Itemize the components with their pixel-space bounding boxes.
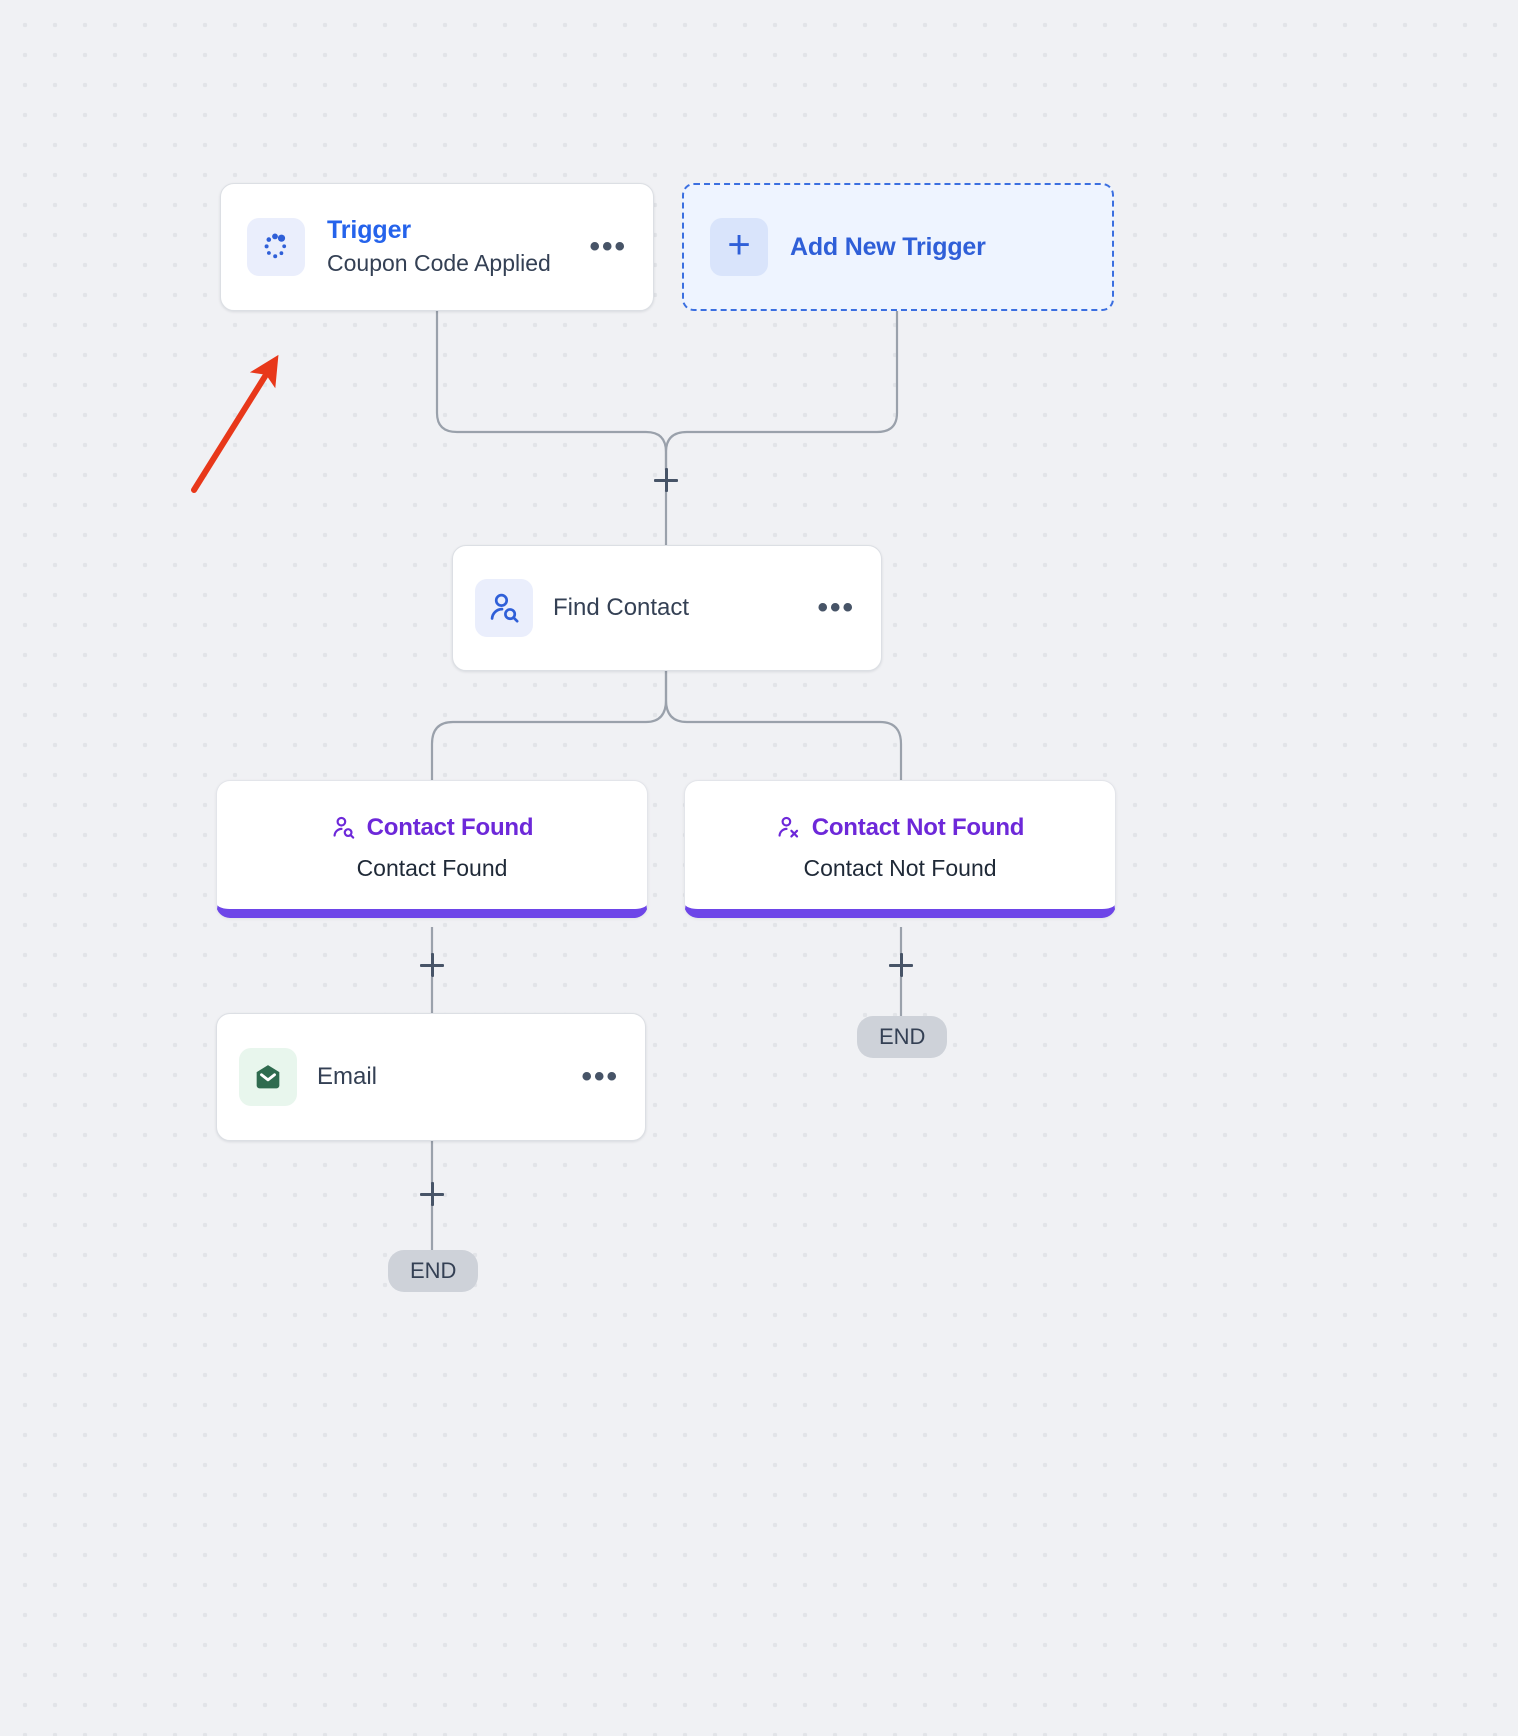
plus-glyph: + [727,223,751,267]
trigger-title: Trigger [327,215,412,244]
find-contact-node[interactable]: Find Contact ••• [452,545,882,671]
add-step-button-found-branch[interactable] [417,950,447,980]
email-more-menu-icon[interactable]: ••• [581,1060,619,1093]
trigger-node[interactable]: Trigger Coupon Code Applied ••• [220,183,654,311]
email-node[interactable]: Email ••• [216,1013,646,1141]
add-step-button-not-found-branch[interactable] [886,950,916,980]
branch-contact-found-title: Contact Found [366,814,534,841]
branch-contact-found[interactable]: Contact Found Contact Found [216,780,648,918]
find-contact-more-menu-icon[interactable]: ••• [817,591,855,624]
person-search-icon [475,579,533,637]
add-new-trigger-button[interactable]: + Add New Trigger [682,183,1114,311]
person-x-icon [778,816,798,838]
add-step-button-junction[interactable] [651,465,681,495]
branch-contact-not-found[interactable]: Contact Not Found Contact Not Found [684,780,1116,918]
person-search-icon [333,816,354,839]
envelope-icon [239,1048,297,1106]
annotation-arrow-icon [191,354,279,493]
branch-contact-not-found-subtitle: Contact Not Found [803,855,997,881]
trigger-text-block: Trigger Coupon Code Applied [327,215,585,279]
trigger-subtitle: Coupon Code Applied [327,250,551,277]
branch-contact-found-header: Contact Found [331,814,534,842]
email-label: Email [317,1063,378,1090]
trigger-dots-icon [247,218,305,276]
add-step-button-after-email[interactable] [417,1179,447,1209]
branch-contact-found-subtitle: Contact Found [356,855,508,881]
find-contact-label: Find Contact [553,594,690,621]
add-new-trigger-label: Add New Trigger [790,232,986,261]
branch-contact-not-found-header: Contact Not Found [776,814,1025,842]
end-badge-found-branch: END [388,1250,479,1292]
trigger-more-menu-icon[interactable]: ••• [589,230,627,263]
end-badge-not-found-branch: END [857,1016,948,1058]
plus-icon: + [710,218,768,276]
branch-contact-not-found-title: Contact Not Found [811,814,1025,841]
